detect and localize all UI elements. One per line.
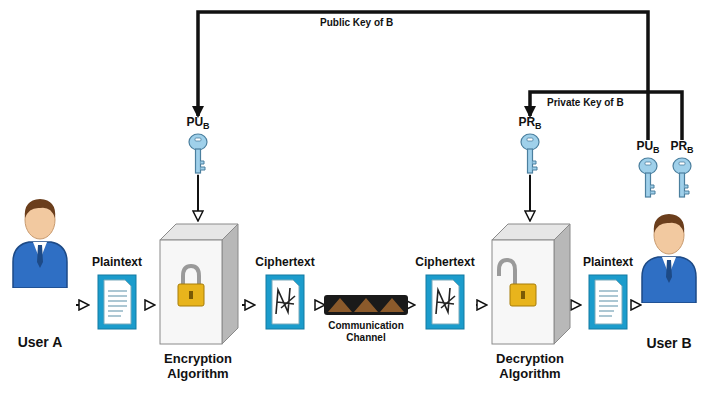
key-label: PRB (666, 140, 698, 156)
flow-arrow (529, 175, 531, 220)
encryption-box (156, 220, 240, 346)
flow-arrow (242, 304, 254, 306)
algorithm-box: Decryption Algorithm (486, 220, 574, 382)
document-node: Plaintext (88, 256, 146, 330)
key-node: PRB (510, 116, 550, 175)
key-subscript: B (653, 145, 660, 155)
document-icon (588, 274, 628, 330)
key-label: PRB (510, 116, 550, 132)
key-icon (519, 133, 541, 175)
document-node: Plaintext (580, 256, 636, 330)
flow-arrow (197, 175, 199, 220)
node-label: Decryption Algorithm (486, 352, 574, 382)
flow-arrow (476, 304, 486, 306)
document-node: Ciphertext (414, 256, 476, 330)
key-name: PU (186, 115, 203, 129)
decryption-box (488, 220, 572, 346)
flow-arrow (636, 304, 640, 306)
key-subscript: B (687, 145, 694, 155)
key-distribution-line (198, 12, 648, 140)
node-label: Ciphertext (414, 256, 476, 270)
node-label: User A (4, 334, 76, 350)
key-name: PU (636, 139, 653, 153)
flow-arrow (408, 304, 414, 306)
key-subscript: B (203, 121, 210, 131)
algorithm-box: Encryption Algorithm (154, 220, 242, 382)
ciphertext-icon (425, 274, 465, 330)
ciphertext-icon (265, 274, 305, 330)
user-node: User B (640, 205, 698, 351)
node-label: Encryption Algorithm (154, 352, 242, 382)
key-node: PUB (632, 140, 664, 199)
flow-arrow (146, 304, 154, 306)
key-name: PR (518, 115, 535, 129)
channel-node: Communication Channel (324, 293, 408, 343)
key-distribution-line (530, 92, 682, 140)
node-label: Communication Channel (324, 320, 408, 343)
person-icon (638, 205, 700, 303)
channel-band (324, 293, 408, 317)
document-node: Ciphertext (254, 256, 316, 330)
key-label: PUB (178, 116, 218, 132)
key-node: PUB (178, 116, 218, 175)
key-label: PUB (632, 140, 664, 156)
edge-label: Public Key of B (318, 17, 395, 28)
document-icon (97, 274, 137, 330)
key-icon (187, 133, 209, 175)
node-label: Ciphertext (254, 256, 316, 270)
node-label: Plaintext (580, 256, 636, 270)
key-icon (637, 157, 659, 199)
flow-arrow (316, 304, 324, 306)
key-icon (671, 157, 693, 199)
key-node: PRB (666, 140, 698, 199)
key-subscript: B (535, 121, 542, 131)
node-label: User B (640, 335, 698, 351)
key-name: PR (670, 139, 687, 153)
edge-label: Private Key of B (545, 97, 626, 108)
node-label: Plaintext (88, 256, 146, 270)
user-node: User A (4, 190, 76, 350)
person-icon (9, 190, 71, 288)
flow-arrow (574, 304, 580, 306)
flow-arrow (76, 304, 88, 306)
